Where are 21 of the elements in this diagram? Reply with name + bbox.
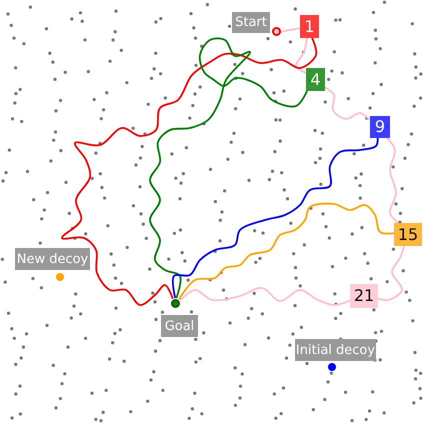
path-line <box>386 137 399 224</box>
path-line <box>295 38 308 74</box>
decoy-label: New decoy <box>15 248 90 270</box>
start-label: Start <box>232 12 270 33</box>
goal-point <box>171 299 180 308</box>
waypoint-marker: 4 <box>306 68 325 91</box>
waypoint-marker: 15 <box>394 223 422 246</box>
waypoint-marker: 9 <box>370 116 390 138</box>
path-line <box>172 138 379 298</box>
path-line <box>324 86 371 121</box>
path-line <box>178 202 394 300</box>
path-line <box>61 38 317 306</box>
decoy-label: Initial decoy <box>295 339 376 361</box>
path-line <box>149 38 308 298</box>
path-line <box>179 287 350 306</box>
path-line <box>378 246 405 302</box>
start-point <box>272 27 281 36</box>
waypoint-marker: 21 <box>350 284 378 308</box>
waypoint-marker: 1 <box>300 15 319 38</box>
goal-label: Goal <box>161 315 198 337</box>
path-line <box>279 27 300 34</box>
